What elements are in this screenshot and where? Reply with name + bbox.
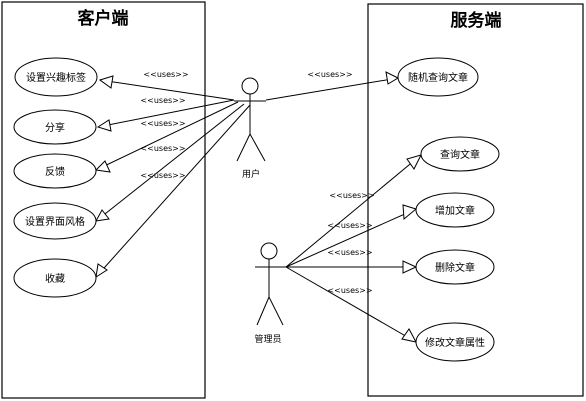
assoc-line (97, 99, 235, 128)
uses-label: <<uses>> (140, 96, 185, 105)
use-case-share: 分享 (13, 109, 97, 145)
uses-label: <<uses>> (140, 119, 185, 128)
uses-label: <<uses>> (327, 221, 372, 230)
user-client-associations (94, 75, 251, 279)
uses-label: <<uses>> (329, 191, 374, 200)
assoc-line (95, 103, 245, 222)
assoc-line (285, 154, 422, 268)
arrowhead (95, 263, 108, 279)
use-case-add-article: 增加文章 (415, 192, 495, 228)
svg-text:查询文章: 查询文章 (440, 148, 480, 161)
arrowhead (98, 75, 114, 89)
use-case-feedback: 反馈 (13, 153, 97, 189)
arrowhead (401, 328, 417, 343)
arrowhead (385, 71, 400, 85)
arrowhead (96, 119, 112, 132)
svg-text:增加文章: 增加文章 (435, 204, 475, 217)
svg-text:反馈: 反馈 (45, 165, 65, 178)
assoc-line (285, 266, 417, 343)
uses-label: <<uses>> (140, 144, 185, 153)
svg-text:修改文章属性: 修改文章属性 (425, 336, 485, 349)
use-case-favorite: 收藏 (13, 258, 97, 298)
uses-label: <<uses>> (307, 70, 352, 79)
svg-text:删除文章: 删除文章 (435, 261, 475, 274)
uses-label: <<uses>> (327, 286, 372, 295)
use-case-modify-article-attributes: 修改文章属性 (415, 322, 495, 362)
svg-text:收藏: 收藏 (45, 272, 65, 285)
client-title: 客户端 (77, 8, 129, 29)
uses-label: <<uses>> (143, 70, 188, 79)
admin-server-associations (285, 154, 422, 343)
actor-user-label: 用户 (242, 168, 260, 180)
arrowhead (94, 160, 111, 173)
uses-label: <<uses>> (140, 171, 185, 180)
use-case-delete-article: 删除文章 (415, 249, 495, 285)
assoc-line (265, 77, 399, 101)
use-case-query-article: 查询文章 (420, 136, 500, 172)
svg-text:随机查询文章: 随机查询文章 (408, 71, 468, 84)
svg-text:设置界面风格: 设置界面风格 (25, 215, 85, 228)
server-title: 服务端 (451, 10, 502, 31)
svg-text:分享: 分享 (45, 121, 65, 134)
assoc-line (95, 101, 239, 171)
use-case-random-query-article: 随机查询文章 (397, 57, 479, 97)
assoc-line (285, 208, 417, 268)
use-case-set-interest-tags: 设置兴趣标签 (14, 57, 98, 97)
arrowhead (402, 260, 418, 274)
svg-text:设置兴趣标签: 设置兴趣标签 (26, 71, 86, 84)
uses-label: <<uses>> (327, 248, 372, 257)
arrowhead (402, 204, 418, 221)
use-case-set-ui-style: 设置界面风格 (13, 202, 97, 240)
assoc-line (95, 104, 251, 278)
actor-admin: 管理员 (254, 242, 286, 345)
arrowhead (95, 209, 110, 222)
assoc-line (99, 79, 235, 101)
arrowhead (406, 154, 422, 170)
actor-user: 用户 (234, 77, 266, 180)
actor-admin-label: 管理员 (254, 333, 281, 345)
